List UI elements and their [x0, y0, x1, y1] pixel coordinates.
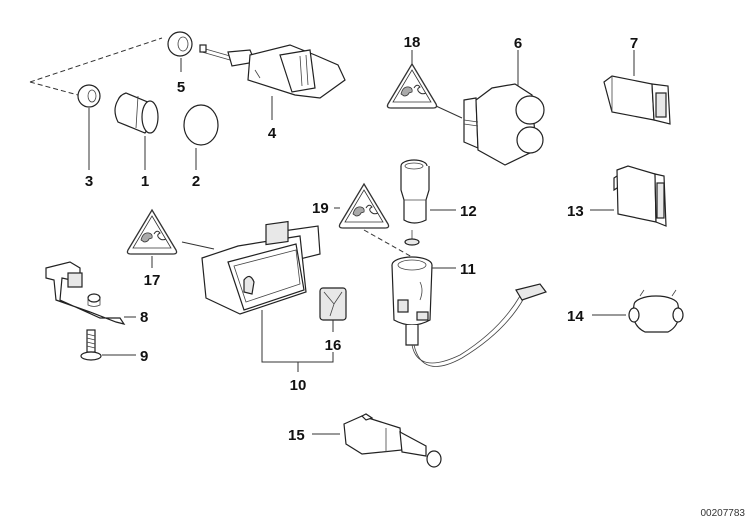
part-3-nut[interactable] [77, 84, 101, 108]
callout-12: 12 [460, 203, 477, 220]
part-2-cap[interactable] [183, 104, 219, 146]
part-14-clip[interactable] [628, 289, 684, 333]
part-4-brake-switch[interactable] [199, 44, 346, 99]
part-1-cylinder[interactable] [114, 92, 159, 134]
callout-5: 5 [177, 79, 185, 96]
part-15-sensor[interactable] [343, 413, 442, 468]
callout-14: 14 [567, 308, 584, 325]
part-12-lighter-element[interactable] [400, 159, 430, 224]
callout-10: 10 [290, 377, 307, 394]
leader-17b [181, 241, 215, 250]
part-10-switch-panel[interactable] [201, 220, 321, 315]
callout-15: 15 [288, 427, 305, 444]
part-16-cover[interactable] [319, 287, 347, 321]
callout-11: 11 [460, 261, 476, 278]
callout-1: 1 [141, 173, 149, 190]
part-9-screw[interactable] [80, 329, 102, 361]
part-6-switch[interactable] [463, 83, 545, 166]
part-11-lighter-socket[interactable] [391, 256, 547, 367]
part-18-warning-label[interactable] [386, 63, 438, 109]
document-number: 00207783 [701, 508, 746, 519]
callout-19: 19 [312, 200, 329, 217]
part-19-warning-label[interactable] [338, 183, 390, 229]
callout-7: 7 [630, 35, 638, 52]
part-13-switch[interactable] [613, 165, 667, 227]
part-17-warning-label[interactable] [126, 209, 178, 255]
callout-4: 4 [268, 125, 277, 142]
callout-8: 8 [140, 309, 148, 326]
callout-17: 17 [144, 272, 161, 289]
callout-9: 9 [140, 348, 148, 365]
part-group-nuts [29, 31, 193, 108]
callout-16: 16 [325, 337, 342, 354]
leader-18b [435, 105, 463, 119]
callout-6: 6 [514, 35, 522, 52]
part-8-bracket[interactable] [45, 261, 126, 325]
callout-3: 3 [85, 173, 93, 190]
callout-18: 18 [404, 34, 421, 51]
callout-13: 13 [567, 203, 584, 220]
leader-10 [261, 310, 334, 372]
callout-2: 2 [192, 173, 200, 190]
leader-19b [363, 229, 413, 258]
part-5-nut[interactable] [167, 31, 193, 57]
part-12-washer[interactable] [404, 230, 420, 246]
part-7-switch[interactable] [603, 75, 671, 125]
